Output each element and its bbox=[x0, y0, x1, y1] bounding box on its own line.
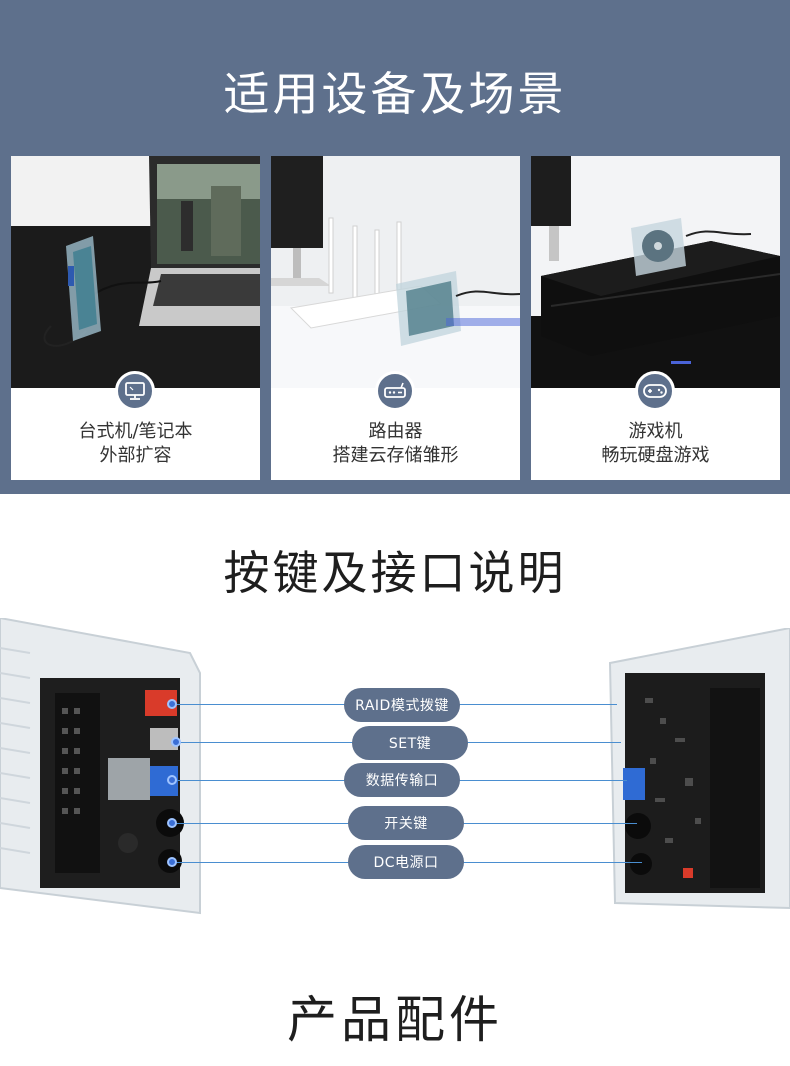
caption-line-2: 搭建云存储雏形 bbox=[332, 445, 459, 466]
marker-dot bbox=[167, 775, 177, 785]
scenes-section: 适用设备及场景 bbox=[0, 0, 790, 494]
enclosure-right-illustration bbox=[605, 626, 790, 918]
scene-card-router: 路由器 搭建云存储雏形 bbox=[271, 156, 520, 480]
scene-photo-console bbox=[531, 156, 780, 388]
callout-dc-port: DC电源口 bbox=[348, 845, 464, 879]
caption-line-1: 游戏机 bbox=[628, 421, 683, 442]
callout-raid-switch: RAID模式拨键 bbox=[344, 688, 460, 722]
monitor-icon bbox=[115, 371, 155, 411]
scene-card-console: 游戏机 畅玩硬盘游戏 bbox=[531, 156, 780, 480]
scene-photo-laptop bbox=[11, 156, 260, 388]
router-icon bbox=[375, 371, 415, 411]
callout-data-port: 数据传输口 bbox=[344, 763, 460, 797]
marker-dot bbox=[171, 737, 181, 747]
scene-card-desktop: 台式机/笔记本 外部扩容 bbox=[11, 156, 260, 480]
marker-dot bbox=[167, 699, 177, 709]
caption-line-2: 外部扩容 bbox=[99, 445, 172, 466]
marker-dot bbox=[167, 818, 177, 828]
caption-line-2: 畅玩硬盘游戏 bbox=[601, 445, 710, 466]
callout-set-button: SET键 bbox=[352, 726, 468, 760]
enclosure-left-illustration bbox=[0, 616, 205, 918]
ports-title: 按键及接口说明 bbox=[223, 546, 567, 600]
caption-line-1: 路由器 bbox=[368, 421, 423, 442]
scene-caption-router: 路由器 搭建云存储雏形 bbox=[271, 420, 520, 468]
scenes-title: 适用设备及场景 bbox=[223, 67, 567, 121]
scene-photo-router bbox=[271, 156, 520, 388]
callout-power-switch: 开关键 bbox=[348, 806, 464, 840]
gamepad-icon bbox=[635, 371, 675, 411]
scene-caption-console: 游戏机 畅玩硬盘游戏 bbox=[531, 420, 780, 468]
accessories-title: 产品配件 bbox=[287, 991, 503, 1049]
caption-line-1: 台式机/笔记本 bbox=[78, 421, 193, 442]
marker-dot bbox=[167, 857, 177, 867]
scene-caption-desktop: 台式机/笔记本 外部扩容 bbox=[11, 420, 260, 468]
